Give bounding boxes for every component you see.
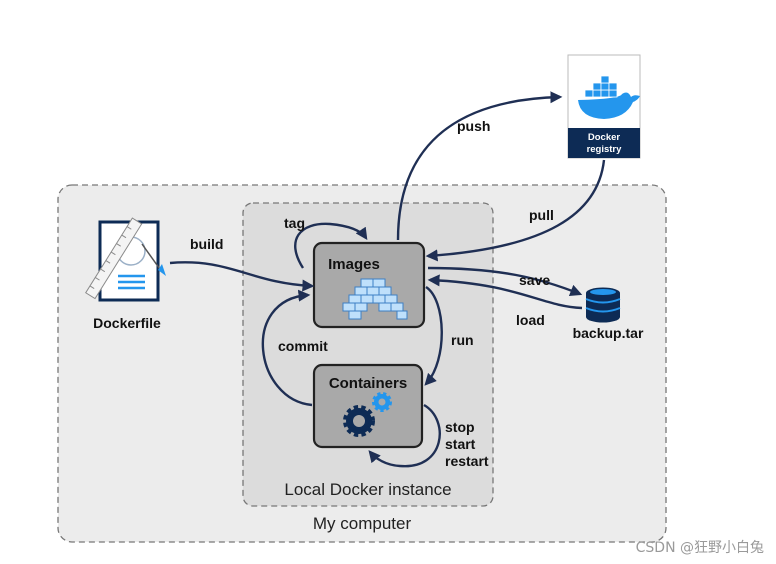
dockerfile-icon [85, 217, 166, 302]
save-arrow [427, 266, 583, 297]
my-computer-label: My computer [313, 514, 412, 533]
build-label: build [190, 236, 223, 252]
load-label: load [516, 312, 545, 328]
run-label: run [451, 332, 474, 348]
docker-registry-node[interactable]: Docker registry [567, 54, 641, 159]
registry-label-line2: registry [587, 144, 623, 155]
commit-arrow [261, 289, 313, 407]
load-arrow [427, 274, 583, 310]
restart-label: restart [445, 453, 489, 469]
backup-tar-label: backup.tar [573, 325, 644, 341]
run-arrow [424, 285, 443, 386]
start-label: start [445, 436, 476, 452]
dockerfile-label: Dockerfile [93, 315, 161, 331]
image-layers-icon [342, 278, 408, 320]
stop-start-restart-arrow [368, 403, 441, 468]
docker-whale-icon [578, 75, 640, 119]
pull-arrow [425, 159, 606, 262]
save-label: save [519, 272, 550, 288]
push-arrow [396, 91, 563, 241]
push-label: push [457, 118, 490, 134]
images-label: Images [328, 256, 380, 273]
backup-database-icon [585, 287, 621, 323]
pull-label: pull [529, 207, 554, 223]
build-arrow [169, 261, 315, 292]
local-docker-instance-label: Local Docker instance [284, 480, 451, 499]
containers-label: Containers [329, 375, 407, 392]
csdn-watermark: CSDN @狂野小白兔 [636, 540, 764, 556]
gears-icon [343, 392, 392, 437]
tag-arrow [294, 222, 368, 269]
tag-label: tag [284, 215, 305, 231]
registry-label-line1: Docker [588, 132, 621, 143]
containers-box[interactable] [312, 363, 424, 449]
commit-label: commit [278, 338, 328, 354]
stop-label: stop [445, 419, 475, 435]
